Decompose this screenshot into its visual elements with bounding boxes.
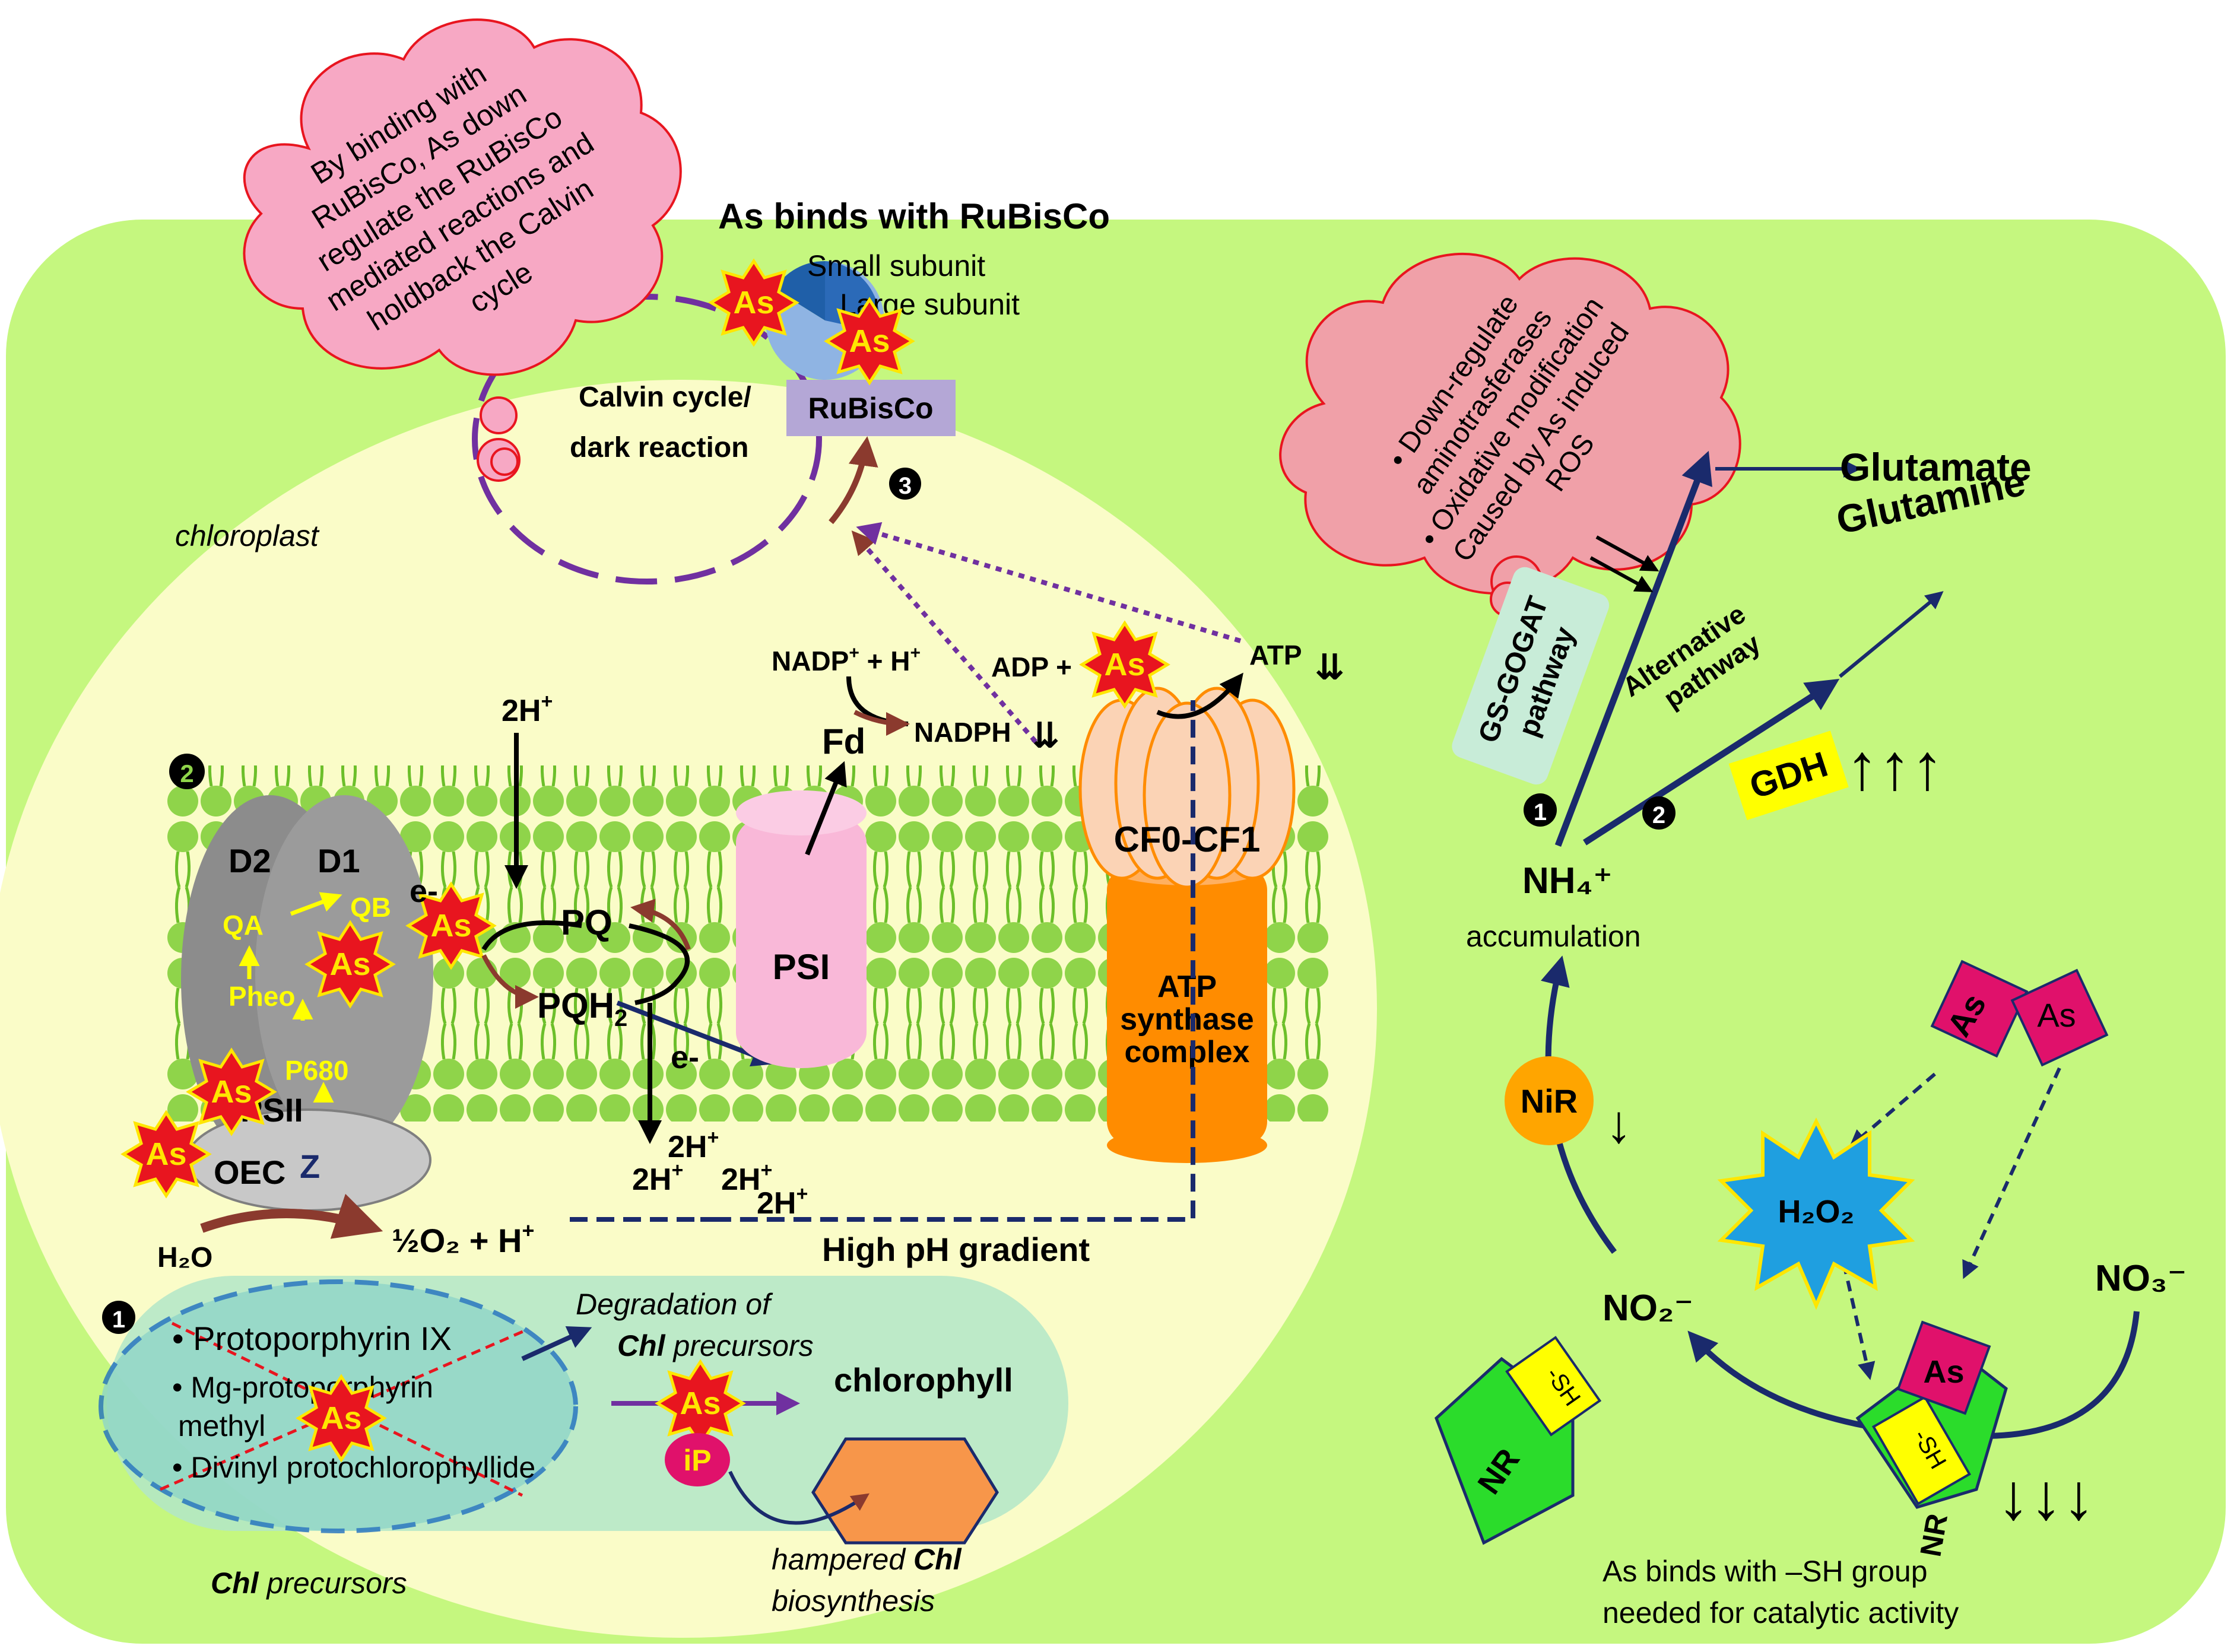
rubisco-small-subunit [775, 260, 825, 320]
atp-synthase-label-3: complex [1125, 1035, 1250, 1069]
rubisco-box-label: RuBisCo [808, 392, 933, 425]
gdh-up-arrows: ↑↑↑ [1846, 730, 1944, 803]
o2-label: ½O₂ + H+ [392, 1218, 534, 1259]
pheo-label: Pheo [229, 981, 295, 1012]
chl-item-3: • Divinyl protochlorophyllide [172, 1451, 535, 1484]
chl-precursors-label: Chl precursors [211, 1567, 407, 1600]
rubisco-box [786, 380, 956, 436]
2h-bottom-2: 2H+ [632, 1159, 683, 1197]
svg-text:As: As [849, 323, 890, 359]
d2-label: D2 [229, 842, 271, 879]
h2o2-burst [1717, 1117, 1915, 1310]
nr-left: -SH NR [1435, 1336, 1602, 1545]
svg-text:As: As [430, 908, 471, 943]
2h-bottom-3: 2H+ [721, 1159, 772, 1197]
psi-label: PSI [773, 947, 830, 987]
z-label: Z [300, 1148, 320, 1185]
chloroplast-label: chloroplast [175, 519, 320, 552]
qa-label: QA [223, 910, 264, 941]
atp-synthase-label-1: ATP [1157, 970, 1217, 1004]
cf0-cf1-label: CF0-CF1 [1114, 819, 1261, 859]
svg-text:As: As [733, 285, 774, 320]
calvin-cycle-label-2: dark reaction [570, 432, 748, 463]
atp-synthase-label-2: synthase [1120, 1002, 1254, 1037]
step-2-badge-n [1642, 796, 1676, 830]
step-1-badge-chl [102, 1301, 135, 1334]
no2-label: NO₂⁻ [1602, 1288, 1693, 1329]
svg-text:As: As [1923, 1354, 1964, 1390]
cf0-cf1 [1078, 687, 1296, 889]
e-minus-qb: e- [410, 873, 438, 909]
glutamate-label: Glutamate [1840, 445, 2032, 489]
nir-circle [1505, 1056, 1594, 1145]
svg-text:1: 1 [112, 1307, 125, 1333]
d1-label: D1 [318, 842, 360, 879]
no3-label: NO₃⁻ [2095, 1258, 2187, 1299]
small-subunit-label: Small subunit [807, 249, 985, 282]
step-1-badge-n [1524, 793, 1557, 827]
nr-right: -SH As NR [1855, 1320, 2008, 1559]
svg-text:3: 3 [899, 473, 912, 499]
oec-label: OEC [214, 1154, 285, 1191]
rubisco-heading: As binds with RuBisCo [718, 196, 1110, 236]
2h-bottom-4: 2H+ [757, 1183, 808, 1221]
svg-text:2: 2 [1652, 802, 1665, 828]
svg-text:As: As [211, 1074, 252, 1110]
step-3-badge [889, 468, 921, 500]
chlorophyll-label: chlorophyll [834, 1361, 1013, 1399]
2h-top-label: 2H+ [502, 690, 553, 728]
cloud-rubisco: By binding with RuBisCo, As down regulat… [243, 18, 682, 482]
binds-sh-label-2: needed for catalytic activity [1602, 1596, 1959, 1629]
atp-synthase-base [1107, 866, 1267, 1145]
nadph-down-arrows: ⇊ [1030, 716, 1059, 755]
p680-label: P680 [285, 1055, 348, 1086]
degradation-label-2: Chl precursors [617, 1329, 814, 1362]
pqh2-label: PQH2 [537, 986, 627, 1031]
svg-text:NR: NR [1914, 1511, 1954, 1559]
atp-label: ATP [1249, 640, 1302, 671]
calvin-cycle-label-1: Calvin cycle/ [579, 382, 751, 413]
chlorophyll-hexagon [811, 1437, 999, 1545]
svg-text:As: As [1104, 647, 1145, 682]
nir-down-arrow: ↓ [1605, 1095, 1632, 1154]
atp-down-arrows: ⇊ [1315, 647, 1344, 687]
chl-item-1: • Protoporphyrin IX [172, 1320, 452, 1357]
svg-text:As: As [680, 1386, 721, 1421]
2h-bottom-1: 2H+ [668, 1126, 719, 1164]
nadph-label: NADPH [914, 717, 1011, 748]
ip-circle [665, 1433, 730, 1486]
nh4-label: NH₄⁺ [1522, 860, 1613, 901]
fd-label: Fd [822, 722, 865, 761]
accumulation-label: accumulation [1466, 920, 1641, 953]
adp-label: ADP + [991, 652, 1072, 682]
svg-text:As: As [329, 946, 370, 982]
svg-text:As: As [320, 1400, 361, 1436]
nir-label: NiR [1521, 1082, 1578, 1120]
svg-text:1: 1 [1534, 799, 1547, 825]
high-ph-label: High pH gradient [822, 1231, 1090, 1268]
svg-text:2: 2 [180, 760, 193, 787]
nr-triple-down-arrows: ↓↓↓ [1997, 1460, 2095, 1533]
svg-text:As: As [145, 1136, 186, 1172]
ip-label: iP [683, 1444, 711, 1477]
step-2-badge [169, 754, 205, 789]
as-diamond-2 [2010, 968, 2109, 1067]
binds-sh-label-1: As binds with –SH group [1602, 1555, 1928, 1588]
h2o2-label: H₂O₂ [1778, 1194, 1855, 1230]
svg-text:As: As [2037, 996, 2076, 1034]
nadp-label: NADP+ + H+ [772, 643, 921, 676]
as-diamond-1 [1930, 960, 2029, 1058]
e-minus-pq: e- [671, 1040, 699, 1075]
chl-item-2a: • Mg-protoporphyrin [172, 1371, 433, 1404]
chl-item-2b: methyl [178, 1409, 265, 1443]
gdh-box: GDH [1728, 730, 1849, 821]
degradation-label-1: Degradation of [576, 1288, 773, 1321]
qb-label: QB [350, 892, 391, 923]
hampered-label-1: hampered Chl [772, 1543, 962, 1576]
h2o-label: H₂O [157, 1242, 212, 1273]
psi [736, 807, 867, 1068]
hampered-label-2: biosynthesis [772, 1584, 935, 1618]
